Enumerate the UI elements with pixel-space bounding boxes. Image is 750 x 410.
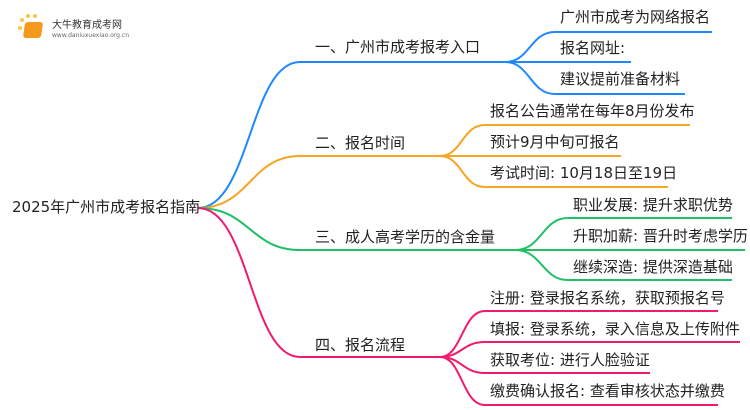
connector-b3-c3 [514,249,732,281]
logo-url: www.daniuxuexiao.org.cn [52,32,129,39]
branch-4-child: 填报: 登录系统，录入信息及上传附件 [490,320,740,338]
connector-root-b2 [197,155,440,209]
branch-1-label: 一、广州市成考报考入口 [315,38,481,56]
connector-root-b4 [197,207,440,358]
connector-b1-c3 [504,61,685,95]
connector-b4-c1 [439,310,718,358]
logo-title: 大牛教育成考网 [52,20,122,31]
branch-4-child: 缴费确认报名: 查看审核状态并缴费 [490,382,725,400]
branch-4-label: 四、报名流程 [315,336,406,354]
connector-b2-c3 [439,155,668,188]
branch-1-child: 建议提前准备材料 [560,70,681,88]
branch-2-child: 报名公告通常在每年8月份发布 [490,102,695,120]
branch-3-child: 继续深造: 提供深造基础 [573,258,733,276]
connector-b4-c4 [439,356,718,406]
root-node: 2025年广州市成考报名指南 [12,198,201,216]
connector-b3-c1 [514,217,732,251]
branch-2-label: 二、报名时间 [315,134,406,152]
branch-1-child: 报名网址: [560,39,626,57]
connector-root-b1 [197,61,505,209]
connector-root-b3 [197,207,515,251]
branch-4-child: 注册: 登录报名系统，获取预报名号 [490,289,725,307]
connector-b2-c1 [439,124,690,157]
logo: 大牛教育成考网 www.daniuxuexiao.org.cn [18,14,138,46]
branch-4-child: 获取考位: 进行人脸验证 [490,351,650,369]
branch-3-label: 三、成人高考学历的含金量 [315,228,496,246]
connector-b4-c2 [439,341,740,358]
branch-1-child: 广州市成考为网络报名 [560,8,711,26]
branch-3-child: 职业发展: 提升求职优势 [573,196,733,214]
connector-b1-c1 [504,31,712,63]
branch-2-child: 预计9月中旬可报名 [490,133,620,151]
branch-2-child: 考试时间: 10月18日至19日 [490,164,678,182]
branch-3-child: 升职加薪: 晋升时考虑学历 [573,227,748,245]
